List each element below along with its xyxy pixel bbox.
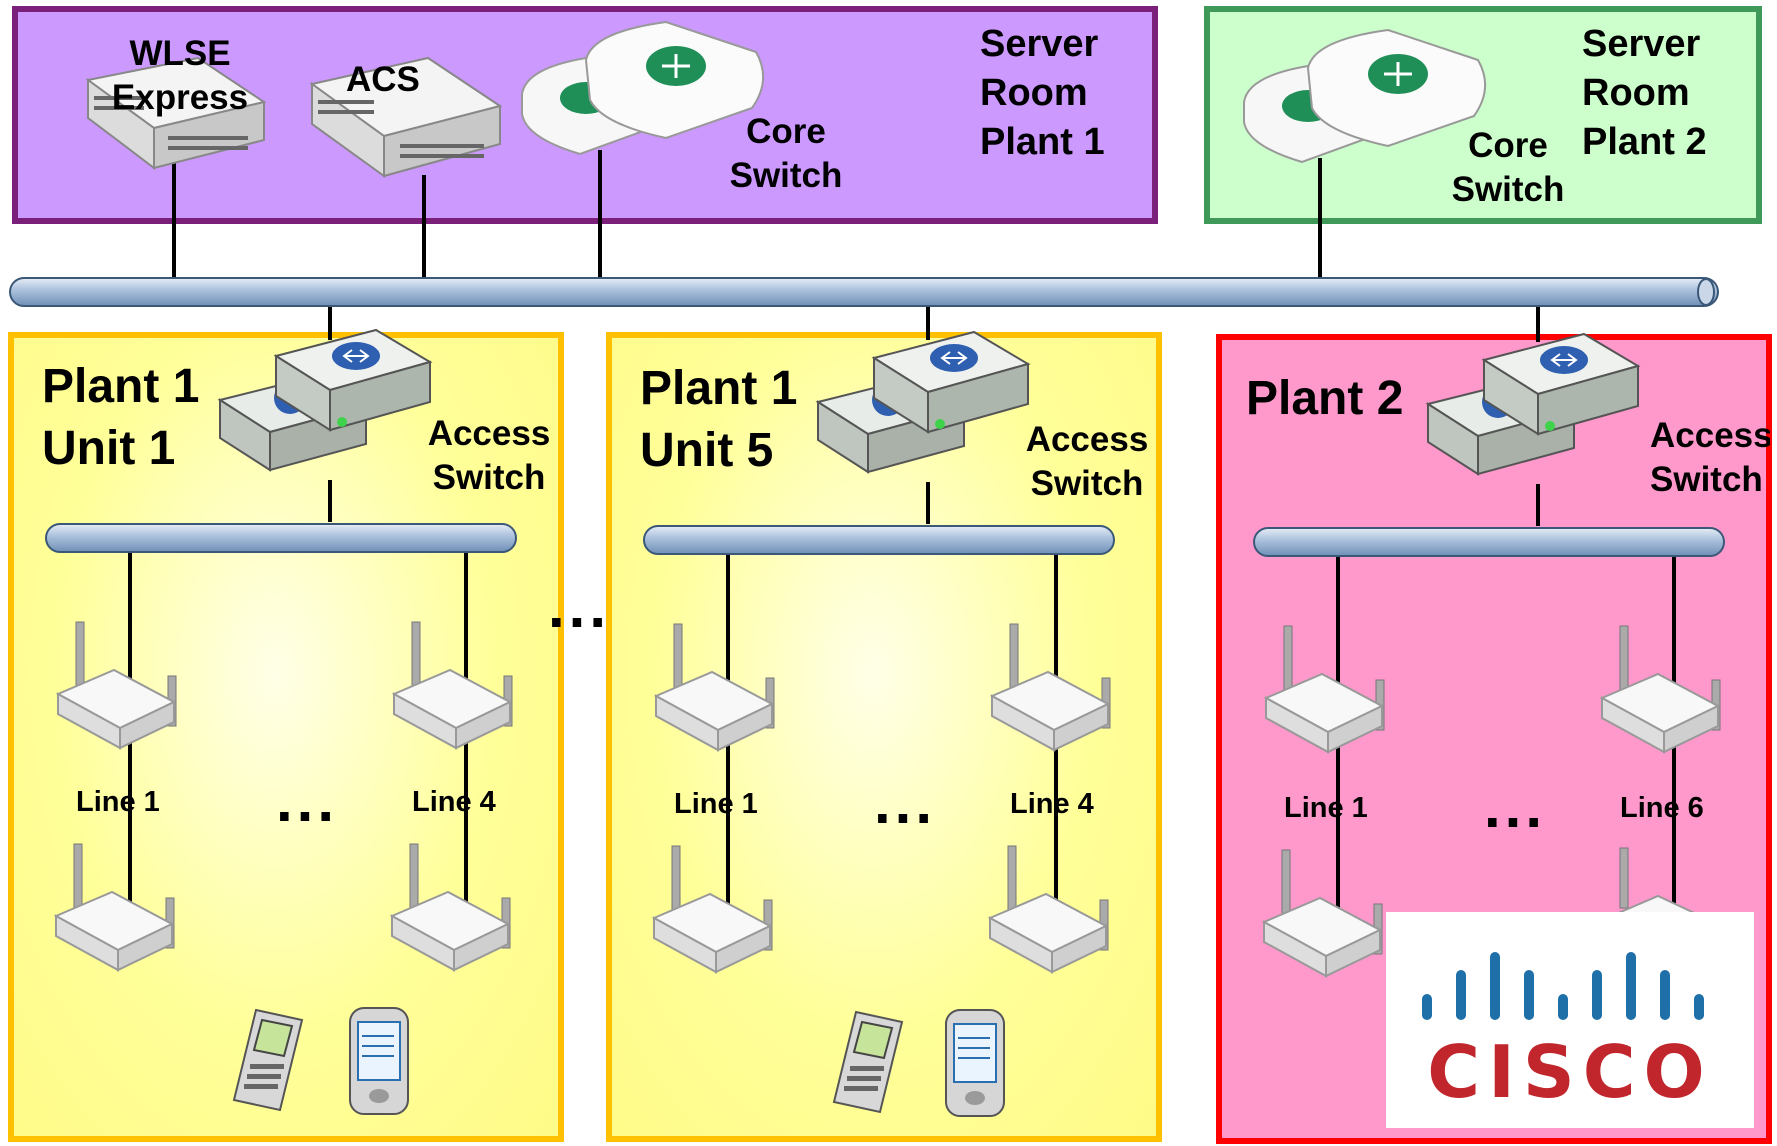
title-line: Room: [1582, 72, 1690, 114]
wireless-access-point-icon: [651, 845, 773, 974]
label-line: Switch: [729, 156, 843, 195]
line-label: Line 1: [76, 786, 160, 818]
cisco-bars-icon: [1422, 952, 1704, 1020]
core-switch-label-2: Core Switch: [1448, 124, 1568, 212]
core-switch-label-1: Core Switch: [726, 110, 846, 198]
rack-server-icon: [309, 56, 503, 178]
label-line: Express: [111, 78, 249, 117]
line-label: Line 1: [674, 788, 758, 820]
wireless-access-point-icon: [989, 623, 1111, 752]
label-line: WLSE: [129, 34, 231, 73]
label-line: Access: [1025, 420, 1149, 459]
label-line: Core: [746, 112, 826, 151]
wireless-access-point-icon: [391, 621, 513, 750]
ellipsis: ...: [548, 573, 611, 640]
pda-icon: [945, 1009, 1005, 1117]
ellipsis: ...: [276, 767, 339, 834]
label-line: Switch: [432, 458, 546, 497]
line-label: Line 1: [1284, 792, 1368, 824]
server-room-2-title: Server Room Plant 2: [1582, 20, 1707, 167]
wlse-express-label: WLSE Express: [110, 32, 250, 120]
ellipsis: ...: [1484, 773, 1547, 840]
backbone-bus-icon: [9, 277, 1719, 307]
wireless-access-point-icon: [1261, 849, 1383, 978]
line-label: Line 4: [412, 786, 496, 818]
label-line: Switch: [1030, 464, 1144, 503]
access-switch-icon: [217, 328, 433, 472]
access-switch-label-1: Access Switch: [424, 412, 554, 500]
server-room-1-title: Server Room Plant 1: [980, 20, 1105, 167]
label-line: Access: [1650, 416, 1770, 455]
access-switch-icon: [815, 330, 1031, 474]
title-line: Plant 1: [640, 362, 798, 415]
access-switch-label-3: Access Switch: [1650, 414, 1770, 502]
zone-2-title: Plant 1 Unit 5: [640, 358, 797, 482]
line-label: Line 4: [1010, 788, 1094, 820]
wireless-access-point-icon: [987, 845, 1109, 974]
wireless-access-point-icon: [1599, 625, 1721, 754]
cisco-wordmark: CISCO: [1427, 1030, 1713, 1114]
core-router-icon: [1243, 28, 1486, 164]
label-line: Core: [1468, 126, 1548, 165]
zone-1-title: Plant 1 Unit 1: [42, 356, 199, 480]
title-line: Plant 1: [980, 121, 1105, 163]
acs-label: ACS: [346, 60, 420, 99]
title-line: Unit 5: [640, 424, 774, 477]
zone-3-title: Plant 2: [1246, 368, 1403, 430]
core-router-icon: [521, 20, 764, 156]
cisco-logo: CISCO: [1386, 912, 1754, 1128]
title-line: Plant 2: [1246, 372, 1404, 425]
wireless-access-point-icon: [653, 623, 775, 752]
handheld-scanner-icon: [232, 1008, 304, 1112]
label-line: Switch: [1451, 170, 1565, 209]
wireless-access-point-icon: [55, 621, 177, 750]
wireless-access-point-icon: [389, 843, 511, 972]
title-line: Plant 1: [42, 360, 200, 413]
rack-server-icon: [85, 56, 267, 170]
title-line: Server: [980, 23, 1099, 65]
ellipsis: ...: [874, 769, 937, 836]
title-line: Unit 1: [42, 422, 176, 475]
wireless-access-point-icon: [53, 843, 175, 972]
access-switch-label-2: Access Switch: [1022, 418, 1152, 506]
access-switch-icon: [1425, 332, 1641, 476]
label-line: Access: [427, 414, 551, 453]
unit-bus-icon: [45, 523, 1725, 557]
title-line: Plant 2: [1582, 121, 1707, 163]
pda-icon: [349, 1007, 409, 1115]
label-line: Switch: [1650, 460, 1763, 499]
title-line: Room: [980, 72, 1088, 114]
line-label: Line 6: [1620, 792, 1704, 824]
handheld-scanner-icon: [832, 1010, 904, 1114]
title-line: Server: [1582, 23, 1701, 65]
wireless-access-point-icon: [1263, 625, 1385, 754]
